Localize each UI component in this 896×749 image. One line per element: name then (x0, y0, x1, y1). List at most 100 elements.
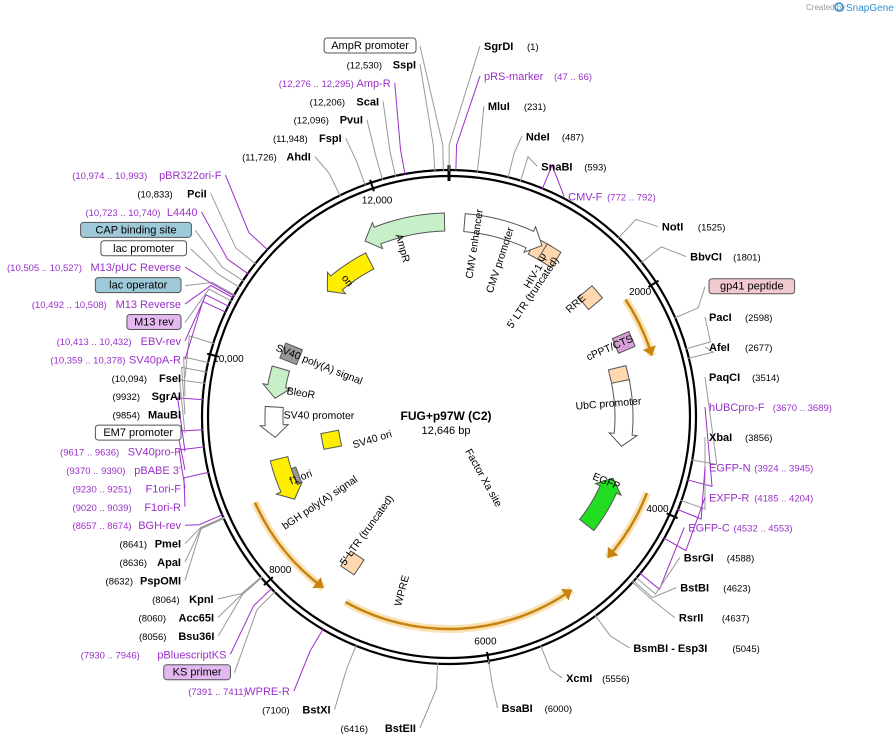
plasmid-length: 12,646 bp (422, 425, 471, 437)
site-labels: SgrDI(1)pRS-marker(47 .. 66)MluI(231)Nde… (7, 37, 832, 735)
site-name: EGFP-N (709, 462, 751, 474)
leader-lac-operator (184, 282, 236, 296)
site-name: SgrAI (152, 391, 181, 403)
site-label-paqci: PaqCI(3514) (709, 372, 779, 384)
site-label-ahdi: AhdI(11,726) (242, 152, 311, 164)
site-position: (1) (527, 42, 539, 53)
site-label-bsteii: BstEII(6416) (341, 723, 416, 735)
sv40pa-gray-block (279, 342, 304, 366)
site-position: (772 .. 792) (607, 192, 656, 203)
tick-2000 (647, 279, 660, 288)
site-label-kpni: KpnI(8064) (152, 594, 213, 606)
site-label-scai: ScaI(12,206) (310, 96, 379, 108)
site-position: (11,948) (273, 134, 308, 145)
leader-ampr-promoter (419, 45, 444, 172)
site-name: BsmBI - Esp3I (633, 643, 707, 655)
boxed-label-text: M13 rev (134, 316, 174, 328)
site-name: Acc65I (179, 612, 214, 624)
boxed-label-text: EM7 promoter (103, 427, 173, 439)
leader-gp41-peptide (674, 286, 706, 319)
ltr2-block (340, 550, 365, 576)
site-name: MauBI (148, 410, 181, 422)
site-label-bsabi: BsaBI (6000) (502, 703, 572, 715)
site-position: (3924 .. 3945) (754, 463, 813, 474)
site-position: (231) (524, 102, 546, 113)
site-position: (8641) (120, 540, 147, 551)
site-name: EXFP-R (709, 492, 749, 504)
site-position: (4532 .. 4553) (733, 523, 792, 534)
site-position: (7100) (262, 706, 289, 717)
site-label-bbvci: BbvCI(1801) (690, 252, 760, 264)
site-label-lac-promoter: lac promoter (100, 240, 188, 257)
tick-label: 2000 (629, 287, 652, 298)
ori-arrow (326, 252, 375, 295)
site-label-bsrgi: BsrGI (4588) (684, 553, 754, 565)
site-label-m13-reverse: M13 Reverse(10,492 .. 10,508) (32, 299, 181, 311)
feature-arrowhead (560, 588, 572, 601)
site-name: M13/pUC Reverse (91, 262, 181, 274)
site-position: (6416) (341, 724, 368, 735)
site-name: BsaBI (502, 703, 533, 715)
site-label-sv40pa-r: SV40pA-R(10,359 .. 10,378) (50, 354, 181, 366)
leader-prs-marker (455, 75, 481, 172)
tick-label: 6000 (474, 637, 497, 648)
site-label-hubcpro-f: hUBCpro-F(3670 .. 3689) (709, 402, 832, 414)
site-label-ebv-rev: EBV-rev(10,413 .. 10,432) (57, 336, 182, 348)
site-position: (2677) (745, 343, 772, 354)
site-label-cap-binding-site: CAP binding site (80, 221, 192, 238)
site-label-sgrai: SgrAI(9932) (113, 391, 181, 403)
leader-paci (685, 316, 711, 350)
tick-10000 (206, 352, 220, 358)
site-label-amp-r: Amp-R(12,276 .. 12,295) (279, 78, 391, 90)
site-name: AhdI (286, 152, 310, 164)
feature-arc-ks-primer (253, 501, 325, 589)
boxed-label-text: lac promoter (113, 243, 174, 255)
leader-pmei (184, 516, 225, 545)
site-position: (10,974 .. 10,993) (72, 171, 147, 182)
leader-bsu36i (217, 576, 263, 637)
site-label-bsu36i: Bsu36I(8056) (139, 631, 214, 643)
bleor-arrow (261, 365, 292, 399)
site-position: (3514) (752, 373, 779, 384)
site-position: (5045) (732, 644, 759, 655)
f1-ori-arrow (269, 455, 303, 500)
plasmid-name: FUG+p97W (C2) (400, 409, 491, 423)
site-name: BGH-rev (138, 520, 181, 532)
site-label-m13-puc-reverse: M13/pUC Reverse (10,505 .. 10,527) (7, 262, 181, 274)
leader-ahdi (314, 156, 341, 197)
leader-ebv-rev (184, 294, 230, 342)
leader-mlui (476, 106, 485, 173)
site-name: BsrGI (684, 553, 714, 565)
site-label-acc65i: Acc65I(8060) (139, 612, 214, 624)
boxed-label-bg (163, 664, 231, 681)
leader-scai (382, 101, 397, 177)
leader-sgrai (183, 356, 210, 397)
tick-label: 8000 (269, 565, 292, 576)
leader-cap-binding-site (194, 230, 245, 282)
site-name: EGFP-C (688, 522, 730, 534)
site-position: (6000) (545, 704, 572, 715)
site-position: (10,505 .. 10,527) (7, 263, 82, 274)
leader-egfp-n (676, 467, 706, 520)
site-label-pbabe-3: pBABE 3'(9370 .. 9390) (66, 465, 181, 477)
site-name: Amp-R (357, 78, 391, 90)
site-position: (12,530) (347, 60, 382, 71)
site-label-pcii: PciI(10,833) (137, 188, 206, 200)
site-label-prs-marker: pRS-marker(47 .. 66) (484, 71, 592, 83)
site-label-xcmi: XcmI(5556) (566, 673, 629, 685)
site-position: (4588) (727, 554, 754, 565)
site-name: BstBI (680, 583, 709, 595)
site-name: SV40pro-F (128, 447, 181, 459)
site-name: CMV-F (568, 191, 603, 203)
site-label-fspi: FspI(11,948) (273, 133, 342, 145)
site-label-sspi: SspI(12,530) (347, 59, 416, 71)
site-position: (10,359 .. 10,378) (50, 355, 125, 366)
site-label-f1ori-f: F1ori-F(9230 .. 9251) (72, 483, 181, 495)
site-label-egfp-n: EGFP-N(3924 .. 3945) (709, 462, 813, 474)
leader-hubcpro-f (686, 407, 713, 487)
site-label-paci: PacI(2598) (709, 312, 772, 324)
site-label-ndei: NdeI(487) (526, 131, 584, 143)
site-name: BbvCI (690, 252, 722, 264)
site-label-bstxi: BstXI(7100) (262, 705, 330, 717)
